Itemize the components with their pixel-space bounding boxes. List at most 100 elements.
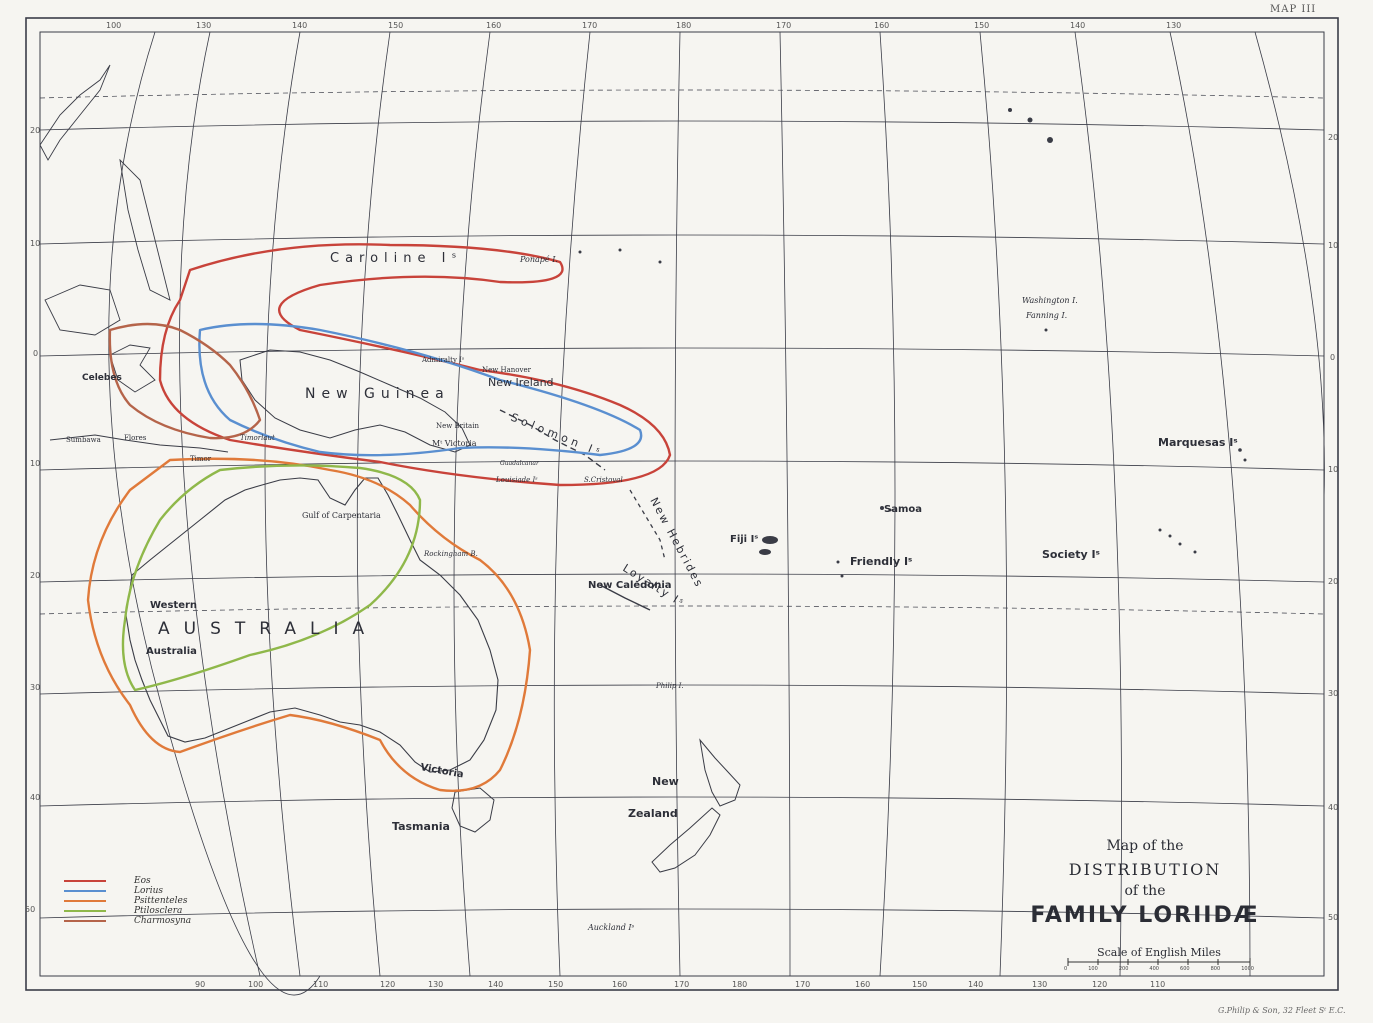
tick-left-3: 0 [33, 349, 38, 358]
tick-bottom-3: 110 [313, 980, 328, 989]
label-flores: Flores [124, 434, 147, 442]
tropic-lines [39, 89, 1325, 615]
borneo-coast [44, 284, 121, 336]
legend-label-lorius: Lorius [134, 886, 163, 896]
label-timor: Timor [190, 455, 212, 463]
legend-item-eos: Eos [64, 876, 191, 886]
top-longitude-ticks: 100 130 140 150 160 170 180 170 160 150 … [106, 21, 1181, 30]
philippines-coast [119, 158, 171, 301]
tick-bottom-1: 90 [195, 980, 205, 989]
label-western: Western [150, 600, 197, 611]
label-fanning: Fanning I. [1025, 311, 1067, 320]
title-line-2: DISTRIBUTION [1068, 860, 1222, 879]
map-number: MAP III [1270, 4, 1317, 15]
range-charmosyna [108, 322, 262, 440]
tick-bottom-7: 150 [548, 980, 563, 989]
legend-item-ptilosclera: Ptilosclera [64, 906, 191, 916]
label-new-hebrides: New Hebrides [647, 495, 706, 590]
label-australia-small: Australia [146, 646, 197, 657]
scale-label: Scale of English Miles [1097, 946, 1221, 959]
label-new-zealand-1: New [652, 775, 679, 788]
label-solomon: Solomon Iˢ [509, 411, 605, 460]
label-mt-victoria: Mᵗ Victoria [432, 439, 477, 448]
tick-bottom-16: 120 [1092, 980, 1107, 989]
tick-bottom-6: 140 [488, 980, 503, 989]
map-frame [25, 17, 1339, 991]
label-new-caledonia: New Caledonia [588, 580, 672, 591]
label-caroline: Caroline Iˢ [330, 251, 462, 266]
tick-top-10: 150 [974, 21, 989, 30]
tick-bottom-9: 170 [674, 980, 689, 989]
label-auckland: Auckland Iˢ [587, 923, 635, 932]
scale-tick-0: 0 [1064, 966, 1068, 972]
tick-right-4: 10 [1328, 465, 1338, 474]
tick-bottom-11: 170 [795, 980, 810, 989]
label-s-cristoval: S.Cristoval [584, 476, 623, 484]
label-samoa: Samoa [884, 504, 922, 515]
tick-right-3: 0 [1330, 353, 1335, 362]
tick-top-7: 180 [676, 21, 691, 30]
tick-top-1: 100 [106, 21, 121, 30]
scale-tick-2: 200 [1118, 966, 1129, 972]
legend-swatch-eos [64, 880, 106, 882]
longitude-lines [108, 31, 1325, 996]
tick-top-5: 160 [486, 21, 501, 30]
range-psittenteles [86, 457, 532, 792]
tick-top-8: 170 [776, 21, 791, 30]
label-australia-big: AUSTRALIA [158, 619, 378, 639]
bottom-longitude-ticks: 90 100 110 120 130 140 150 160 170 180 1… [195, 980, 1165, 989]
legend-swatch-charmosyna [64, 920, 106, 922]
tick-left-5: 20 [30, 571, 40, 580]
title-line-4: FAMILY LORIIDÆ [1030, 903, 1260, 928]
new-guinea-coast [239, 349, 471, 453]
lesser-sunda-islands [49, 434, 229, 453]
scale-tick-4: 600 [1180, 966, 1190, 972]
label-rockingham: Rockingham B. [423, 550, 478, 558]
tick-top-12: 130 [1166, 21, 1181, 30]
australia-coast [125, 477, 499, 773]
label-tasmania: Tasmania [392, 820, 450, 833]
tick-bottom-13: 150 [912, 980, 927, 989]
label-louisiade: Louisiade Iˢ [495, 476, 538, 484]
label-society: Society Iˢ [1042, 548, 1100, 561]
legend: Eos Lorius Psittenteles Ptilosclera Char… [64, 876, 191, 926]
label-new-britain: New Britain [436, 422, 479, 430]
label-timorlaut: Timorlaut [240, 434, 275, 442]
legend-item-psittenteles: Psittenteles [64, 896, 191, 906]
label-washington: Washington I. [1022, 296, 1078, 305]
solomon-islands [499, 409, 606, 471]
tick-right-2: 10 [1328, 241, 1338, 250]
map-inner-frame [39, 31, 1325, 977]
tick-right-1: 20 [1328, 133, 1338, 142]
tick-top-3: 140 [292, 21, 307, 30]
label-new-ireland: New Ireland [488, 376, 554, 389]
scale-ticks: 0 100 200 400 600 800 1000 [1064, 966, 1254, 972]
label-gulf-carpentaria: Gulf of Carpentaria [302, 511, 381, 520]
range-lorius [198, 322, 643, 457]
place-labels: Caroline Iˢ Ponapé I. Celebes New Guinea… [66, 251, 1238, 932]
asia-coast [39, 64, 111, 161]
label-new-zealand-2: Zealand [628, 807, 678, 820]
title-line-1: Map of the [1106, 838, 1184, 854]
tick-top-11: 140 [1070, 21, 1085, 30]
scale-tick-5: 800 [1210, 966, 1221, 972]
tasmania-coast [451, 787, 495, 833]
new-caledonia-island [599, 584, 651, 611]
scale-tick-6: 1000 [1241, 966, 1254, 972]
range-outlines [86, 243, 672, 792]
tick-top-4: 150 [388, 21, 403, 30]
scale-tick-3: 400 [1149, 966, 1159, 972]
title-line-3: of the [1124, 883, 1166, 899]
scale-tick-1: 100 [1088, 966, 1098, 972]
tick-bottom-2: 100 [248, 980, 263, 989]
nz-north-island [699, 738, 741, 807]
tick-left-8: 50 [25, 905, 35, 914]
publisher-imprint: G.Philip & Son, 32 Fleet Sᵗ E.C. [1218, 1006, 1346, 1015]
tick-left-6: 30 [30, 683, 40, 692]
tick-bottom-15: 130 [1032, 980, 1047, 989]
legend-swatch-ptilosclera [64, 910, 106, 912]
legend-label-ptilosclera: Ptilosclera [134, 906, 183, 916]
legend-item-lorius: Lorius [64, 886, 191, 896]
